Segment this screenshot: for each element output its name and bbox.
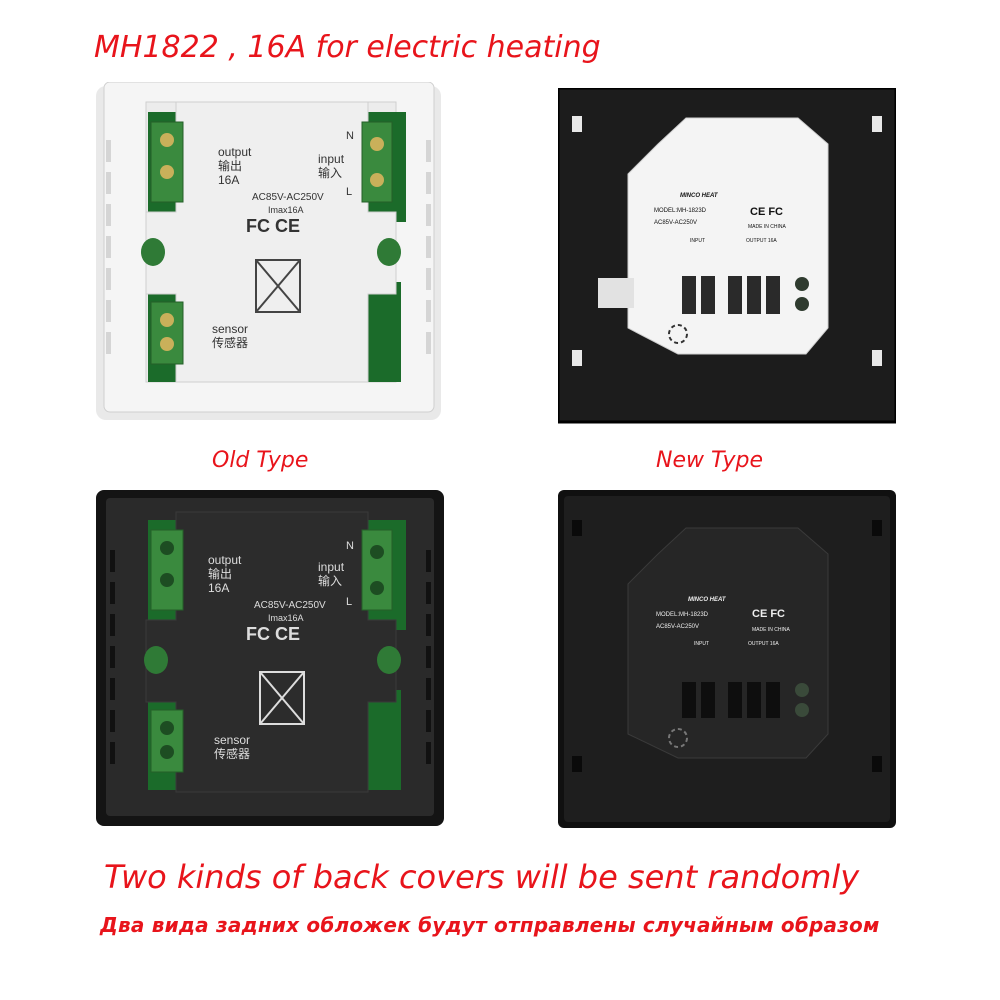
- new-white-brand: MINCO HEAT: [680, 193, 718, 199]
- old-black-sensor-label: sensor: [214, 733, 251, 747]
- new-white-cert: CE FC: [750, 206, 783, 218]
- old-white-voltage: AC85V-AC250V: [252, 192, 324, 203]
- new-white-model: MODEL:MH-1823D: [654, 208, 707, 214]
- old-white-cert: FC CE: [246, 216, 300, 236]
- new-white-voltage: AC85V-AC250V: [654, 220, 698, 226]
- notice-russian: Два вида задних обложек будут отправлены…: [100, 913, 880, 937]
- old-black-input-cn: 输入: [318, 574, 343, 588]
- new-white-made-in: MADE IN CHINA: [748, 224, 786, 230]
- old-black-output-label: output: [208, 553, 242, 567]
- new-white-input: INPUT: [690, 238, 705, 244]
- old-black-imax: Imax16A: [268, 613, 304, 623]
- old-white-output-cn: 输出: [218, 159, 243, 173]
- new-white-output: OUTPUT 16A: [746, 238, 777, 244]
- old-white-input-label: input: [318, 152, 345, 166]
- old-white-n: N: [346, 130, 354, 142]
- old-type-label: Old Type: [212, 448, 309, 473]
- notice-english: Two kinds of back covers will be sent ra…: [104, 858, 860, 896]
- old-black-sensor-cn: 传感器: [214, 747, 251, 761]
- old-white-l: L: [346, 186, 353, 198]
- new-black-brand: MINCO HEAT: [688, 597, 726, 603]
- new-type-label: New Type: [656, 448, 764, 473]
- old-type-black-photo: [96, 490, 444, 826]
- page-title: MH1822 , 16A for electric heating: [94, 30, 601, 65]
- new-black-cert: CE FC: [752, 608, 785, 620]
- old-white-sensor-cn: 传感器: [212, 336, 249, 350]
- new-type-black-photo: [558, 490, 896, 828]
- old-black-input-label: input: [318, 560, 345, 574]
- old-white-imax: Imax16A: [268, 205, 304, 215]
- old-white-output-rating: 16A: [218, 173, 240, 187]
- old-type-white-photo: [96, 82, 441, 420]
- old-black-voltage: AC85V-AC250V: [254, 600, 326, 611]
- old-black-l: L: [346, 596, 353, 608]
- old-black-output-rating: 16A: [208, 581, 230, 595]
- old-white-output-label: output: [218, 145, 252, 159]
- old-white-input-cn: 输入: [318, 166, 343, 180]
- new-black-input: INPUT: [694, 641, 709, 647]
- new-black-model: MODEL:MH-1823D: [656, 612, 709, 618]
- old-black-output-cn: 输出: [208, 567, 233, 581]
- new-black-made-in: MADE IN CHINA: [752, 627, 790, 633]
- new-black-voltage: AC85V-AC250V: [656, 624, 700, 630]
- old-white-sensor-label: sensor: [212, 322, 249, 336]
- old-black-n: N: [346, 540, 354, 552]
- new-black-output: OUTPUT 16A: [748, 641, 779, 647]
- old-black-cert: FC CE: [246, 624, 300, 644]
- new-type-white-photo: [558, 88, 896, 424]
